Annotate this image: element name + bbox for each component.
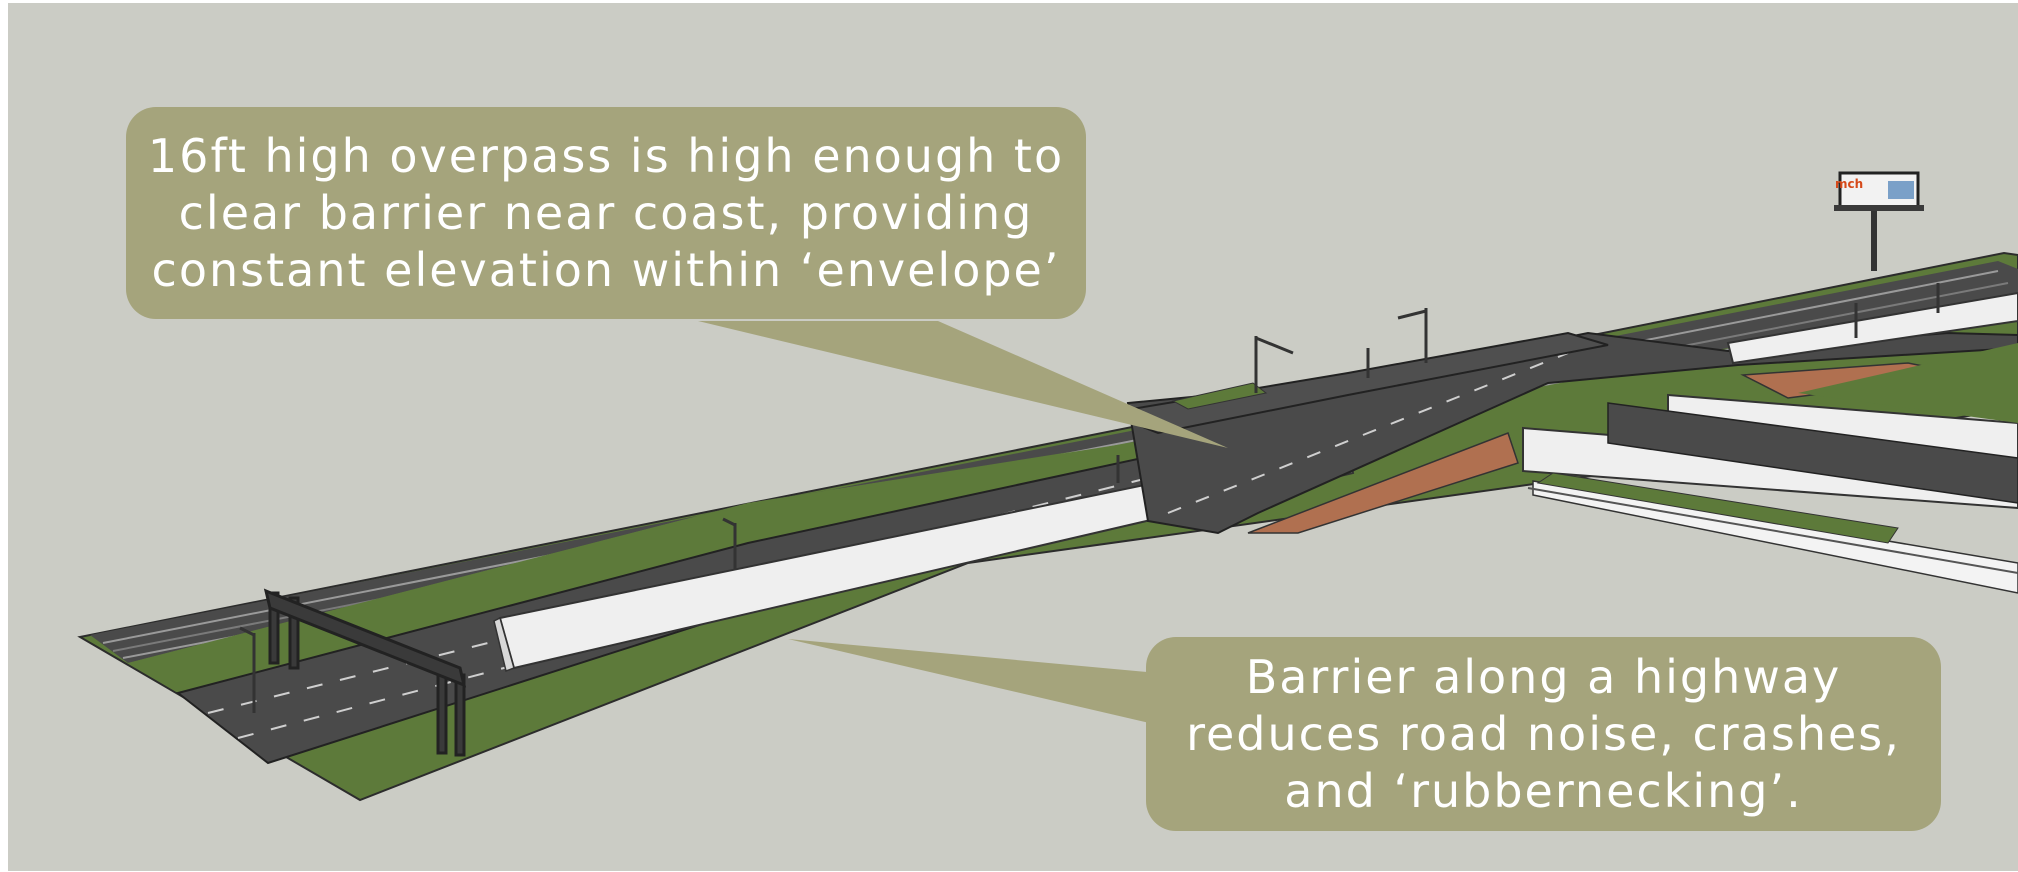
embankment — [1247, 432, 1519, 534]
callout-overpass: 16ft high overpass is high enough to cle… — [126, 107, 1086, 319]
grass-right — [1798, 343, 2018, 423]
billboard-brand: mch — [1835, 177, 1864, 191]
grass-island — [1171, 382, 1268, 410]
cross-barrier — [1726, 291, 2018, 365]
cross-road-line — [1527, 487, 2018, 574]
highway-scene — [77, 171, 2018, 802]
barrier-end — [493, 616, 515, 673]
callout-barrier-line: and ‘rubbernecking’. — [1284, 763, 1803, 818]
lane-dash — [237, 462, 1284, 739]
sign-gantry — [263, 588, 467, 757]
callout-barrier: Barrier along a highway reduces road noi… — [1146, 637, 1941, 831]
under-road — [1607, 402, 2018, 504]
callout-barrier-line: Barrier along a highway — [1245, 649, 1842, 704]
callout-pointer-barrier — [788, 639, 1158, 725]
callout-overpass-line: 16ft high overpass is high enough to — [147, 128, 1065, 183]
callout-pointer-overpass — [698, 321, 1228, 448]
on-ramp — [1104, 331, 1609, 435]
callout-barrier-line: reduces road noise, crashes, — [1186, 706, 1901, 761]
callout-overpass-line: clear barrier near coast, providing — [178, 185, 1034, 240]
deck-lane — [1167, 352, 1569, 514]
callout-overpass-line: constant elevation within ‘envelope’ — [151, 242, 1061, 297]
light-poles — [239, 283, 1940, 713]
grass-corner — [1536, 472, 1899, 544]
billboard — [1834, 171, 1924, 271]
grass-strip — [128, 415, 1308, 693]
